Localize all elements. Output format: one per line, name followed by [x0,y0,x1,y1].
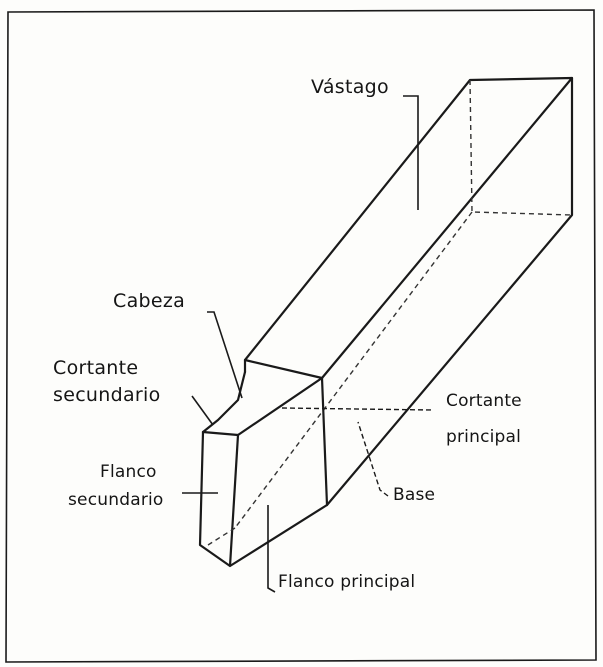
leader-flanco-principal [267,505,276,593]
label-flanco-principal: Flanco principal [278,572,415,592]
head [198,370,329,568]
label-cortante-secundario-2: secundario [53,384,161,406]
shank-hidden-edges [234,79,573,529]
shank [234,76,574,529]
frame-border [5,9,597,663]
head-rake-face [201,370,324,437]
leader-base [357,421,389,497]
label-cortante-secundario-1: Cortante [53,357,138,379]
label-cortante-principal-2: principal [446,427,521,447]
label-flanco-secundario-1: Flanco [100,462,157,482]
leader-cortante-principal [281,407,433,411]
leader-vastago [403,95,419,210]
label-vastago: Vástago [311,76,389,98]
leader-cortante-secundario [191,395,214,426]
shank-side-edge [325,76,574,507]
label-cabeza: Cabeza [113,290,185,312]
label-flanco-secundario-2: secundario [68,490,164,510]
label-base: Base [393,485,435,505]
leader-cabeza [207,311,243,399]
head-front-faces [198,376,329,568]
label-cortante-principal-1: Cortante [446,391,522,411]
